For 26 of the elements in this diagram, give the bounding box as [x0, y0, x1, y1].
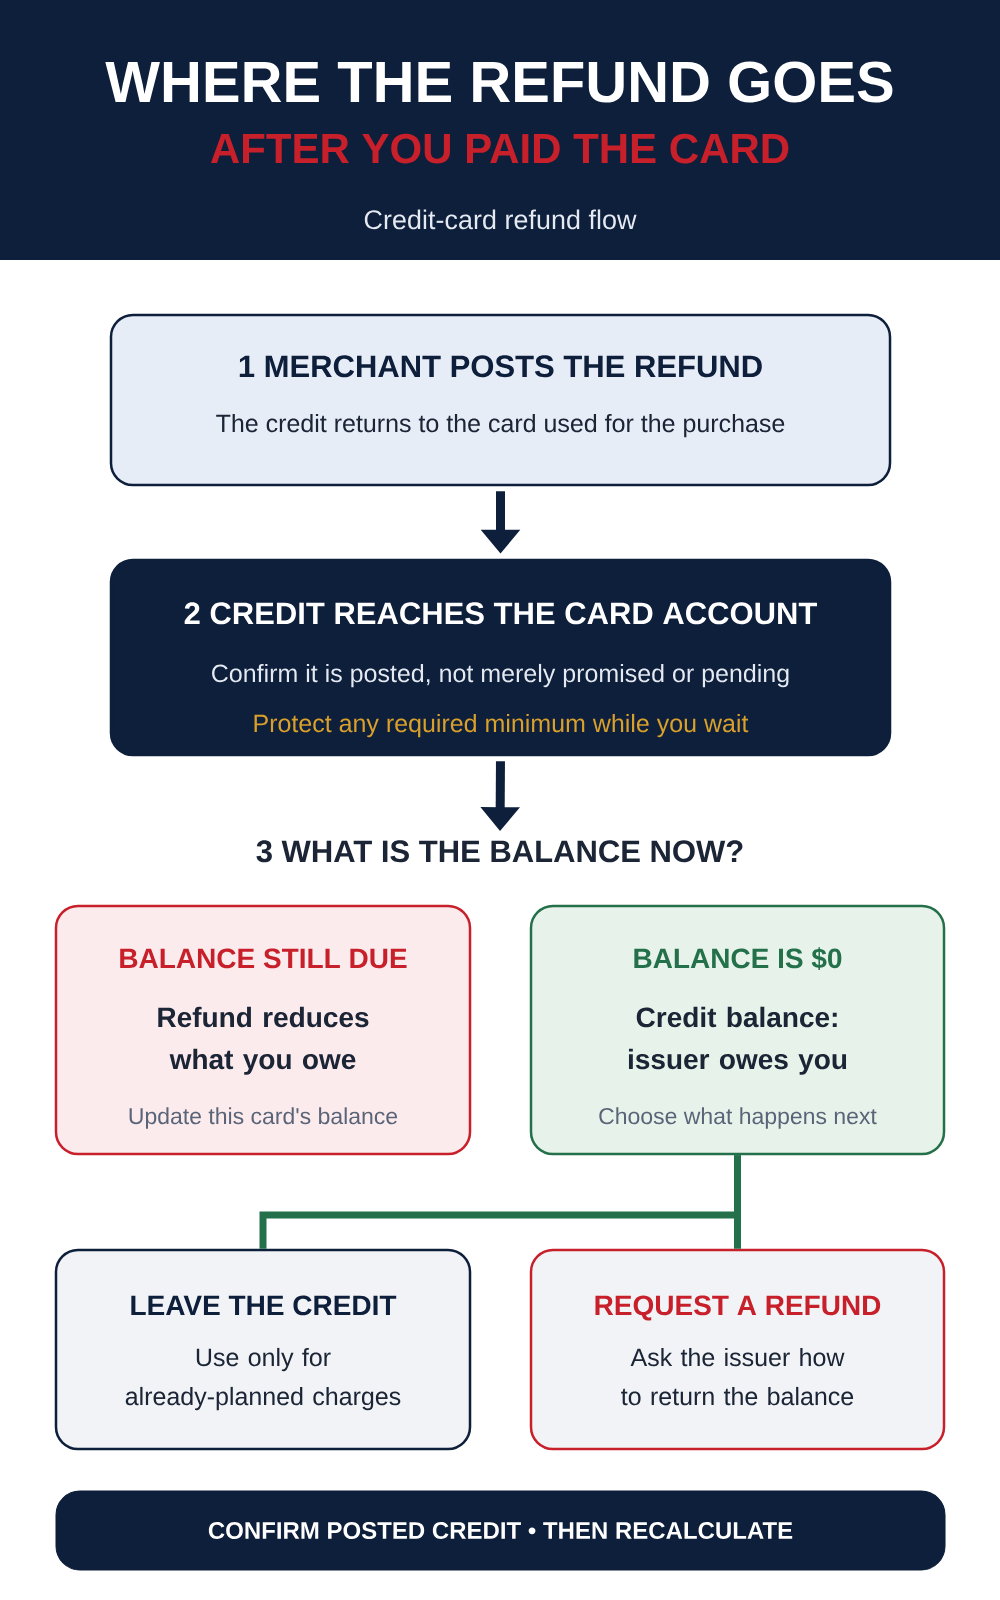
card-note: Update this card's balance	[129, 1107, 398, 1129]
step-text: Confirm it is posted, not merely promised or pending	[212, 663, 789, 688]
card-title: REQUEST A REFUND	[595, 1295, 881, 1321]
card-text: Refund reduces what you owe	[158, 1006, 369, 1075]
card-note: Choose what happens next	[599, 1107, 877, 1129]
option-card	[54, 1248, 472, 1451]
step-title: 1 MERCHANT POSTS THE REFUND	[239, 355, 762, 378]
note-text: Protect any required minimum while you wait	[254, 713, 749, 738]
title: WHERE THE REFUND GOES	[105, 61, 893, 103]
step-box	[109, 313, 892, 487]
step-text: The credit returns to the card used for the purchase	[216, 413, 785, 438]
card-title: LEAVE THE CREDIT	[131, 1295, 397, 1316]
card-title: BALANCE STILL DUE	[120, 948, 407, 969]
card-text: Ask the issuer how to return the balance	[621, 1347, 854, 1406]
step-title: 2 CREDIT REACHES THE CARD ACCOUNT	[184, 602, 817, 625]
outcome-card	[529, 904, 946, 1156]
option-card	[529, 1248, 946, 1451]
card-text: Credit balance: issuer owes you	[628, 1006, 847, 1075]
question-heading: 3 WHAT IS THE BALANCE NOW?	[256, 840, 743, 863]
card-text: Use only for already-planned charges	[125, 1347, 401, 1411]
step-box	[109, 558, 892, 757]
card-title: BALANCE IS $0	[634, 947, 842, 971]
footer-banner: CONFIRM POSTED CREDIT • THEN RECALCULATE	[55, 1490, 946, 1571]
tagline: Credit-card refund flow	[364, 209, 637, 230]
subtitle: AFTER YOU PAID THE CARD	[210, 133, 789, 164]
outcome-card	[54, 904, 472, 1156]
